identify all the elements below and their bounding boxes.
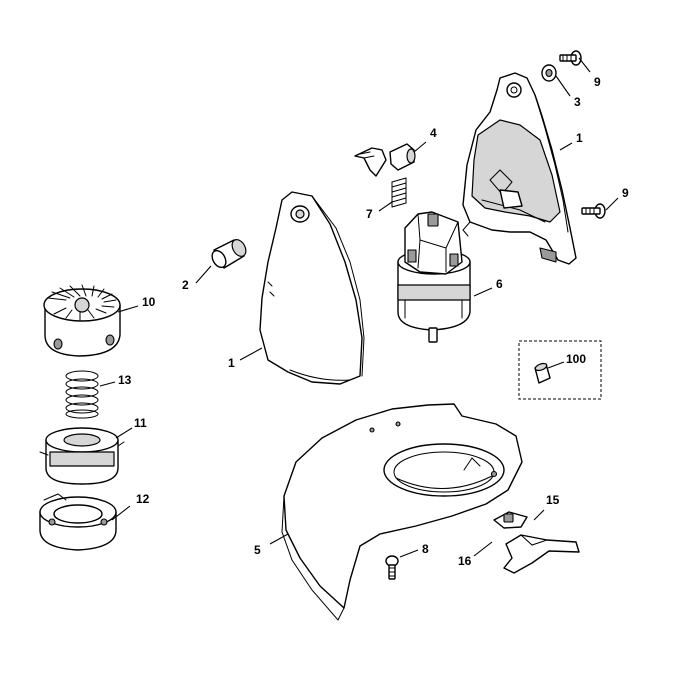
part-deflector-guard[interactable]: [281, 403, 523, 621]
part-housing-half-left[interactable]: [259, 191, 365, 385]
part-screw-right[interactable]: [581, 203, 606, 219]
leader-lines: [99, 57, 619, 558]
callout-10: 10: [142, 295, 156, 309]
callout-11: 11: [134, 416, 147, 430]
callout-8: 8: [422, 542, 429, 556]
callout-1-right: 1: [576, 131, 583, 145]
part-motor[interactable]: [397, 211, 471, 343]
callout-12: 12: [136, 492, 150, 506]
callout-labels: 9 3 1 4 7 9 2 6 10 1 100 13 11 12 15 5 8…: [118, 75, 629, 568]
callout-9-top: 9: [594, 75, 601, 89]
part-washer[interactable]: [541, 64, 557, 82]
part-spring[interactable]: [65, 370, 99, 419]
callout-3: 3: [574, 95, 581, 109]
callout-15: 15: [546, 493, 560, 507]
callout-7: 7: [366, 207, 373, 221]
callout-9-right: 9: [622, 186, 629, 200]
part-screw-top[interactable]: [559, 50, 582, 66]
part-spool[interactable]: [39, 427, 125, 485]
callout-2: 2: [182, 278, 189, 292]
callout-16: 16: [458, 554, 472, 568]
part-screw-bottom[interactable]: [385, 555, 399, 580]
callout-13: 13: [118, 373, 132, 387]
part-spool-cover[interactable]: [39, 493, 117, 551]
part-bushing[interactable]: [209, 237, 248, 270]
part-spacer-guide[interactable]: [493, 511, 580, 574]
part-small-spring[interactable]: [391, 177, 407, 208]
callout-1-left: 1: [228, 356, 235, 370]
part-switch-lever[interactable]: [354, 143, 416, 177]
callout-100: 100: [566, 352, 586, 366]
callout-4: 4: [430, 126, 437, 140]
part-housing-half-right[interactable]: [462, 72, 577, 265]
callout-5: 5: [254, 543, 261, 557]
part-fan-spool[interactable]: [43, 284, 121, 357]
part-kit-box[interactable]: [518, 340, 602, 400]
callout-6: 6: [496, 277, 503, 291]
